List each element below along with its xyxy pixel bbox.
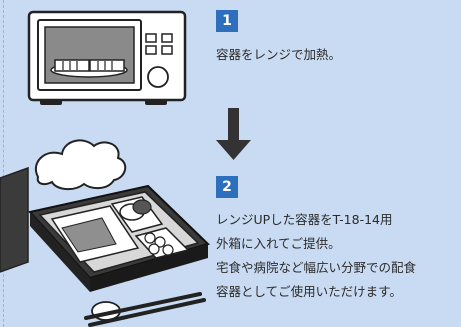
step-2-line: 宅食や病院など幅広い分野での配食: [216, 260, 417, 275]
dashed-guide-line: [3, 0, 4, 327]
microwave-icon: [27, 10, 187, 105]
step-2-text: レンジUPした容器をT-18-14用 外箱に入れてご提供。 宅食や病院など幅広い…: [216, 208, 416, 304]
step-1-line: 容器をレンジで加熱。: [216, 47, 342, 62]
step-2-badge: 2: [216, 176, 238, 198]
step-2-line: 外箱に入れてご提供。: [216, 236, 341, 251]
step-1-badge: 1: [216, 10, 238, 32]
bento-tray-icon: [0, 166, 210, 292]
step-2-line: レンジUPした容器をT-18-14用: [216, 212, 393, 227]
chopsticks-icon: [84, 292, 206, 327]
step-2-line: 容器としてご使用いただけます。: [216, 284, 402, 299]
step-1-text: 容器をレンジで加熱。: [216, 43, 341, 67]
arrow-down-icon: [216, 108, 251, 160]
steam-cloud-icon: [35, 139, 127, 190]
